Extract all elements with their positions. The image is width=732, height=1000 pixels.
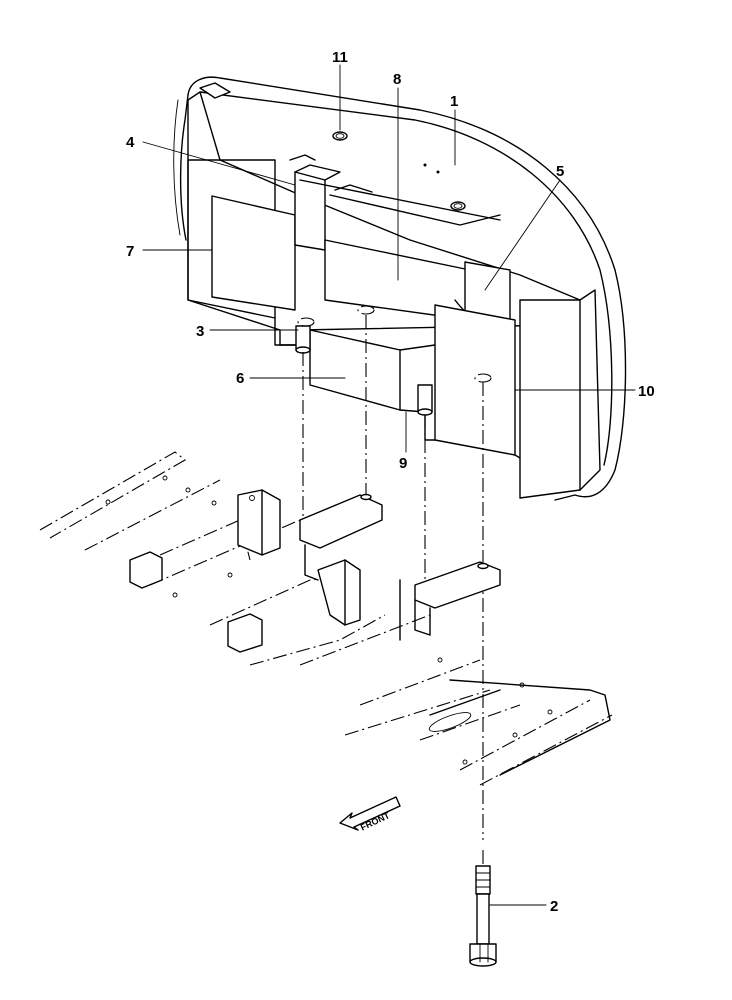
callout-11: 11 xyxy=(332,49,348,66)
leader-lines xyxy=(142,64,636,906)
callout-9: 9 xyxy=(399,455,407,472)
alignment-lines xyxy=(302,315,484,840)
callout-labels: 11 8 1 4 5 7 3 6 10 9 2 xyxy=(126,49,655,915)
counterweight xyxy=(173,76,627,501)
callout-2: 2 xyxy=(550,898,558,915)
frame xyxy=(39,451,613,786)
callout-8: 8 xyxy=(393,71,401,88)
callout-10: 10 xyxy=(638,383,655,400)
callout-6: 6 xyxy=(236,370,244,387)
front-arrow: FRONT xyxy=(339,796,401,833)
callout-5: 5 xyxy=(556,163,564,180)
callout-1: 1 xyxy=(450,93,458,110)
callout-7: 7 xyxy=(126,243,134,260)
callout-3: 3 xyxy=(196,323,204,340)
bolt xyxy=(469,850,497,967)
callout-4: 4 xyxy=(126,134,135,151)
